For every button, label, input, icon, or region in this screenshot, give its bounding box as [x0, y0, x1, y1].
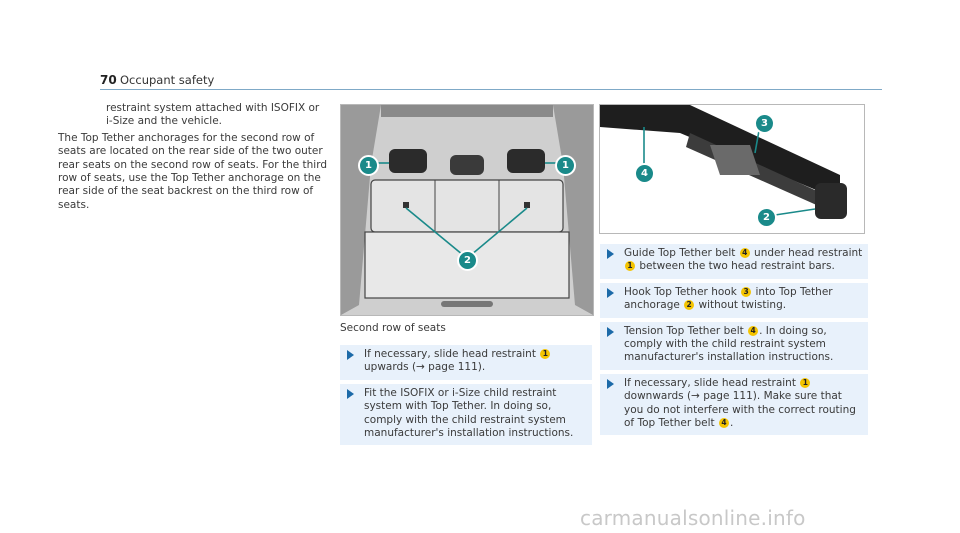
step-text: downwards (→ page 111). Make sure that y…	[624, 390, 856, 430]
step-text: .	[730, 417, 734, 430]
step-arrow-icon	[607, 378, 614, 389]
step-text: . In doing so, comply with the child res…	[624, 324, 834, 364]
step-slide-up: If necessary, slide head restraint 1 upw…	[340, 345, 592, 380]
step-text: without twisting.	[695, 299, 787, 312]
step-text: If necessary, slide head restraint	[364, 348, 540, 360]
badge-4: 4	[739, 248, 750, 258]
header-rule	[100, 89, 882, 90]
badge-1: 1	[540, 349, 551, 359]
step-fit-isofix: Fit the ISOFIX or i-Size child restraint…	[340, 383, 592, 446]
figure-top-tether: 3 4 2	[599, 104, 865, 234]
badge-4: 4	[748, 325, 759, 336]
badge-3: 3	[741, 286, 752, 297]
step-text: Fit the ISOFIX or i-Size child restraint…	[364, 386, 574, 440]
steps-right: Guide Top Tether belt 4 under head restr…	[600, 244, 868, 439]
step-hook: Hook Top Tether hook 3 into Top Tether a…	[600, 282, 868, 318]
step-arrow-icon	[607, 326, 614, 337]
step-guide-belt: Guide Top Tether belt 4 under head restr…	[600, 244, 868, 279]
step-text: into Top Tether anchorage	[624, 285, 833, 312]
step-text: Guide Top Tether belt	[624, 247, 739, 259]
step-arrow-icon	[607, 287, 614, 298]
callout-1-left: 1	[358, 155, 379, 176]
callout-1-right: 1	[555, 155, 576, 176]
step-text: Tension Top Tether belt	[624, 324, 748, 337]
figure-caption: Second row of seats	[340, 322, 446, 334]
step-text: If necessary, slide head restraint	[624, 376, 800, 389]
seats-illustration	[341, 105, 593, 315]
step-arrow-icon	[347, 388, 354, 399]
badge-1: 1	[800, 377, 811, 388]
step-text: under head restraint	[750, 247, 863, 259]
paragraph-top-tether: The Top Tether anchorages for the second…	[58, 131, 328, 211]
callout-2: 2	[457, 250, 478, 271]
figure-second-row-seats: 1 1 2	[340, 104, 594, 316]
callout-4: 4	[634, 163, 655, 184]
step-text: Hook Top Tether hook	[624, 285, 741, 298]
callout-2-tether: 2	[756, 207, 777, 228]
left-text-column: restraint system attached with ISOFIX or…	[58, 102, 328, 215]
step-arrow-icon	[607, 249, 614, 259]
step-slide-down: If necessary, slide head restraint 1 dow…	[600, 373, 868, 436]
badge-1: 1	[625, 261, 635, 272]
step-arrow-icon	[347, 350, 354, 360]
step-text: upwards (→ page 111).	[364, 361, 486, 374]
callout-3: 3	[754, 113, 775, 134]
page-number: 70	[100, 73, 117, 87]
badge-4: 4	[719, 418, 729, 429]
watermark: carmanualsonline.info	[580, 506, 806, 530]
steps-middle: If necessary, slide head restraint 1 upw…	[340, 345, 592, 449]
step-text: between the two head restraint bars.	[636, 260, 835, 273]
step-tension: Tension Top Tether belt 4. In doing so, …	[600, 321, 868, 370]
paragraph-continued: restraint system attached with ISOFIX or…	[106, 102, 320, 128]
badge-2: 2	[684, 300, 695, 311]
page-title: Occupant safety	[120, 73, 215, 87]
